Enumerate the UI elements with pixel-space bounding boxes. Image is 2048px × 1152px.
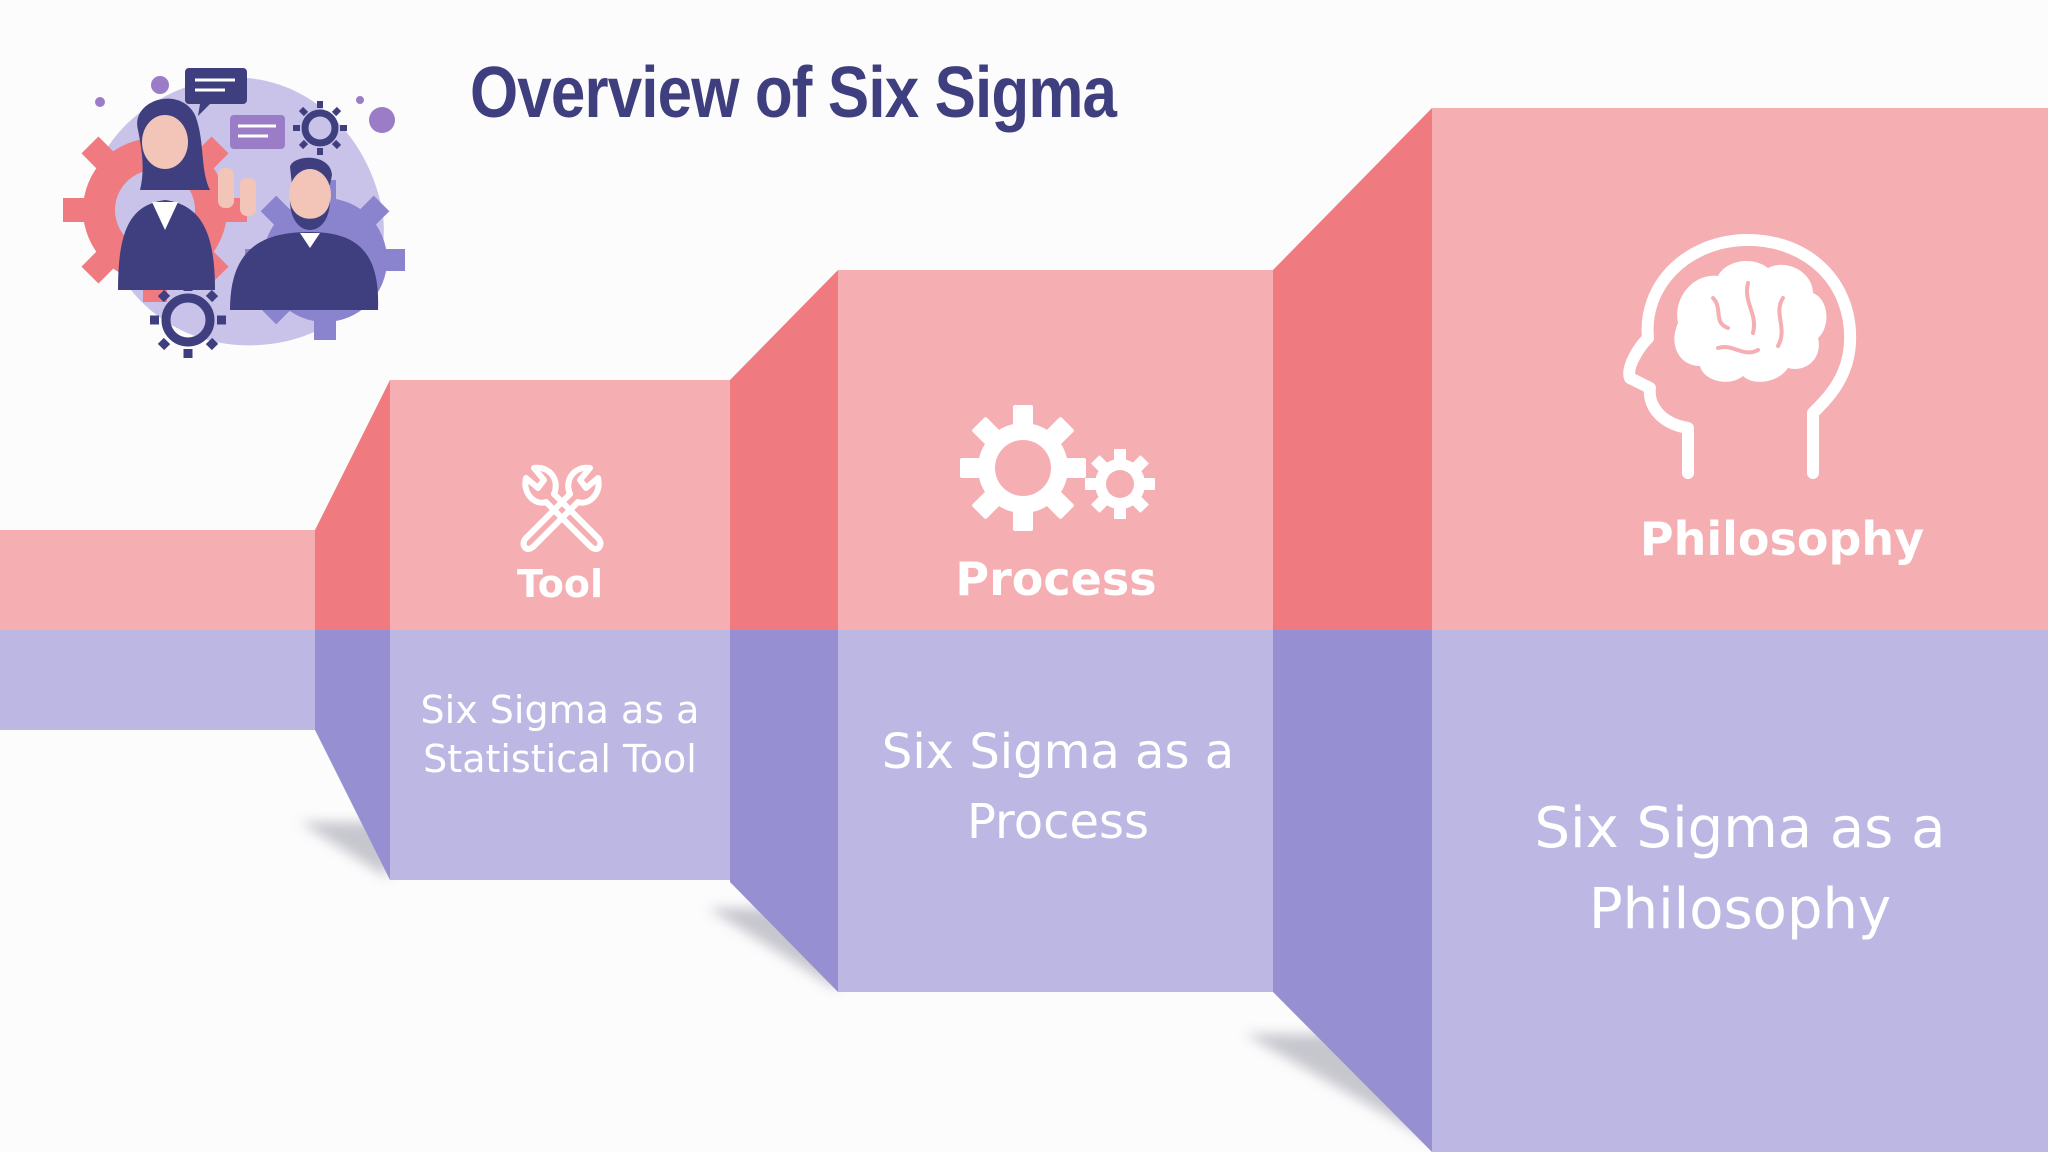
step-description-tool: Six Sigma as a Statistical Tool bbox=[400, 686, 720, 785]
entry-band-top bbox=[0, 530, 315, 630]
connector-1-bottom bbox=[315, 630, 390, 880]
connector-1-top bbox=[315, 380, 390, 630]
team-collaboration-illustration bbox=[63, 68, 405, 358]
connector-2-bottom bbox=[730, 630, 838, 992]
step-shadow bbox=[300, 822, 388, 878]
description-line: Six Sigma as a bbox=[420, 688, 700, 732]
page-title: Overview of Six Sigma bbox=[470, 53, 1117, 133]
step-label-philosophy: Philosophy bbox=[1639, 512, 1925, 566]
description-line: Statistical Tool bbox=[423, 737, 697, 782]
step-label-process: Process bbox=[955, 552, 1157, 606]
step-label-tool: Tool bbox=[516, 562, 604, 606]
connector-2-top bbox=[730, 270, 838, 630]
description-line: Six Sigma as a bbox=[881, 724, 1235, 780]
gears-icon bbox=[960, 405, 1155, 531]
entry-band-bottom bbox=[0, 630, 315, 730]
step-2-bottom bbox=[838, 630, 1273, 992]
step-3-bottom bbox=[1432, 630, 2048, 1152]
description-line: Six Sigma as a bbox=[1534, 796, 1946, 861]
connector-3-top bbox=[1273, 108, 1432, 630]
description-line: Philosophy bbox=[1588, 877, 1892, 943]
connector-3-bottom bbox=[1273, 630, 1432, 1152]
tools-icon bbox=[520, 464, 604, 552]
description-line: Process bbox=[966, 793, 1150, 850]
head-brain-icon bbox=[1623, 233, 1857, 479]
step-description-philosophy: Six Sigma as a Philosophy bbox=[1450, 788, 2030, 950]
step-1-bottom bbox=[390, 630, 730, 880]
step-description-process: Six Sigma as a Process bbox=[848, 718, 1268, 857]
